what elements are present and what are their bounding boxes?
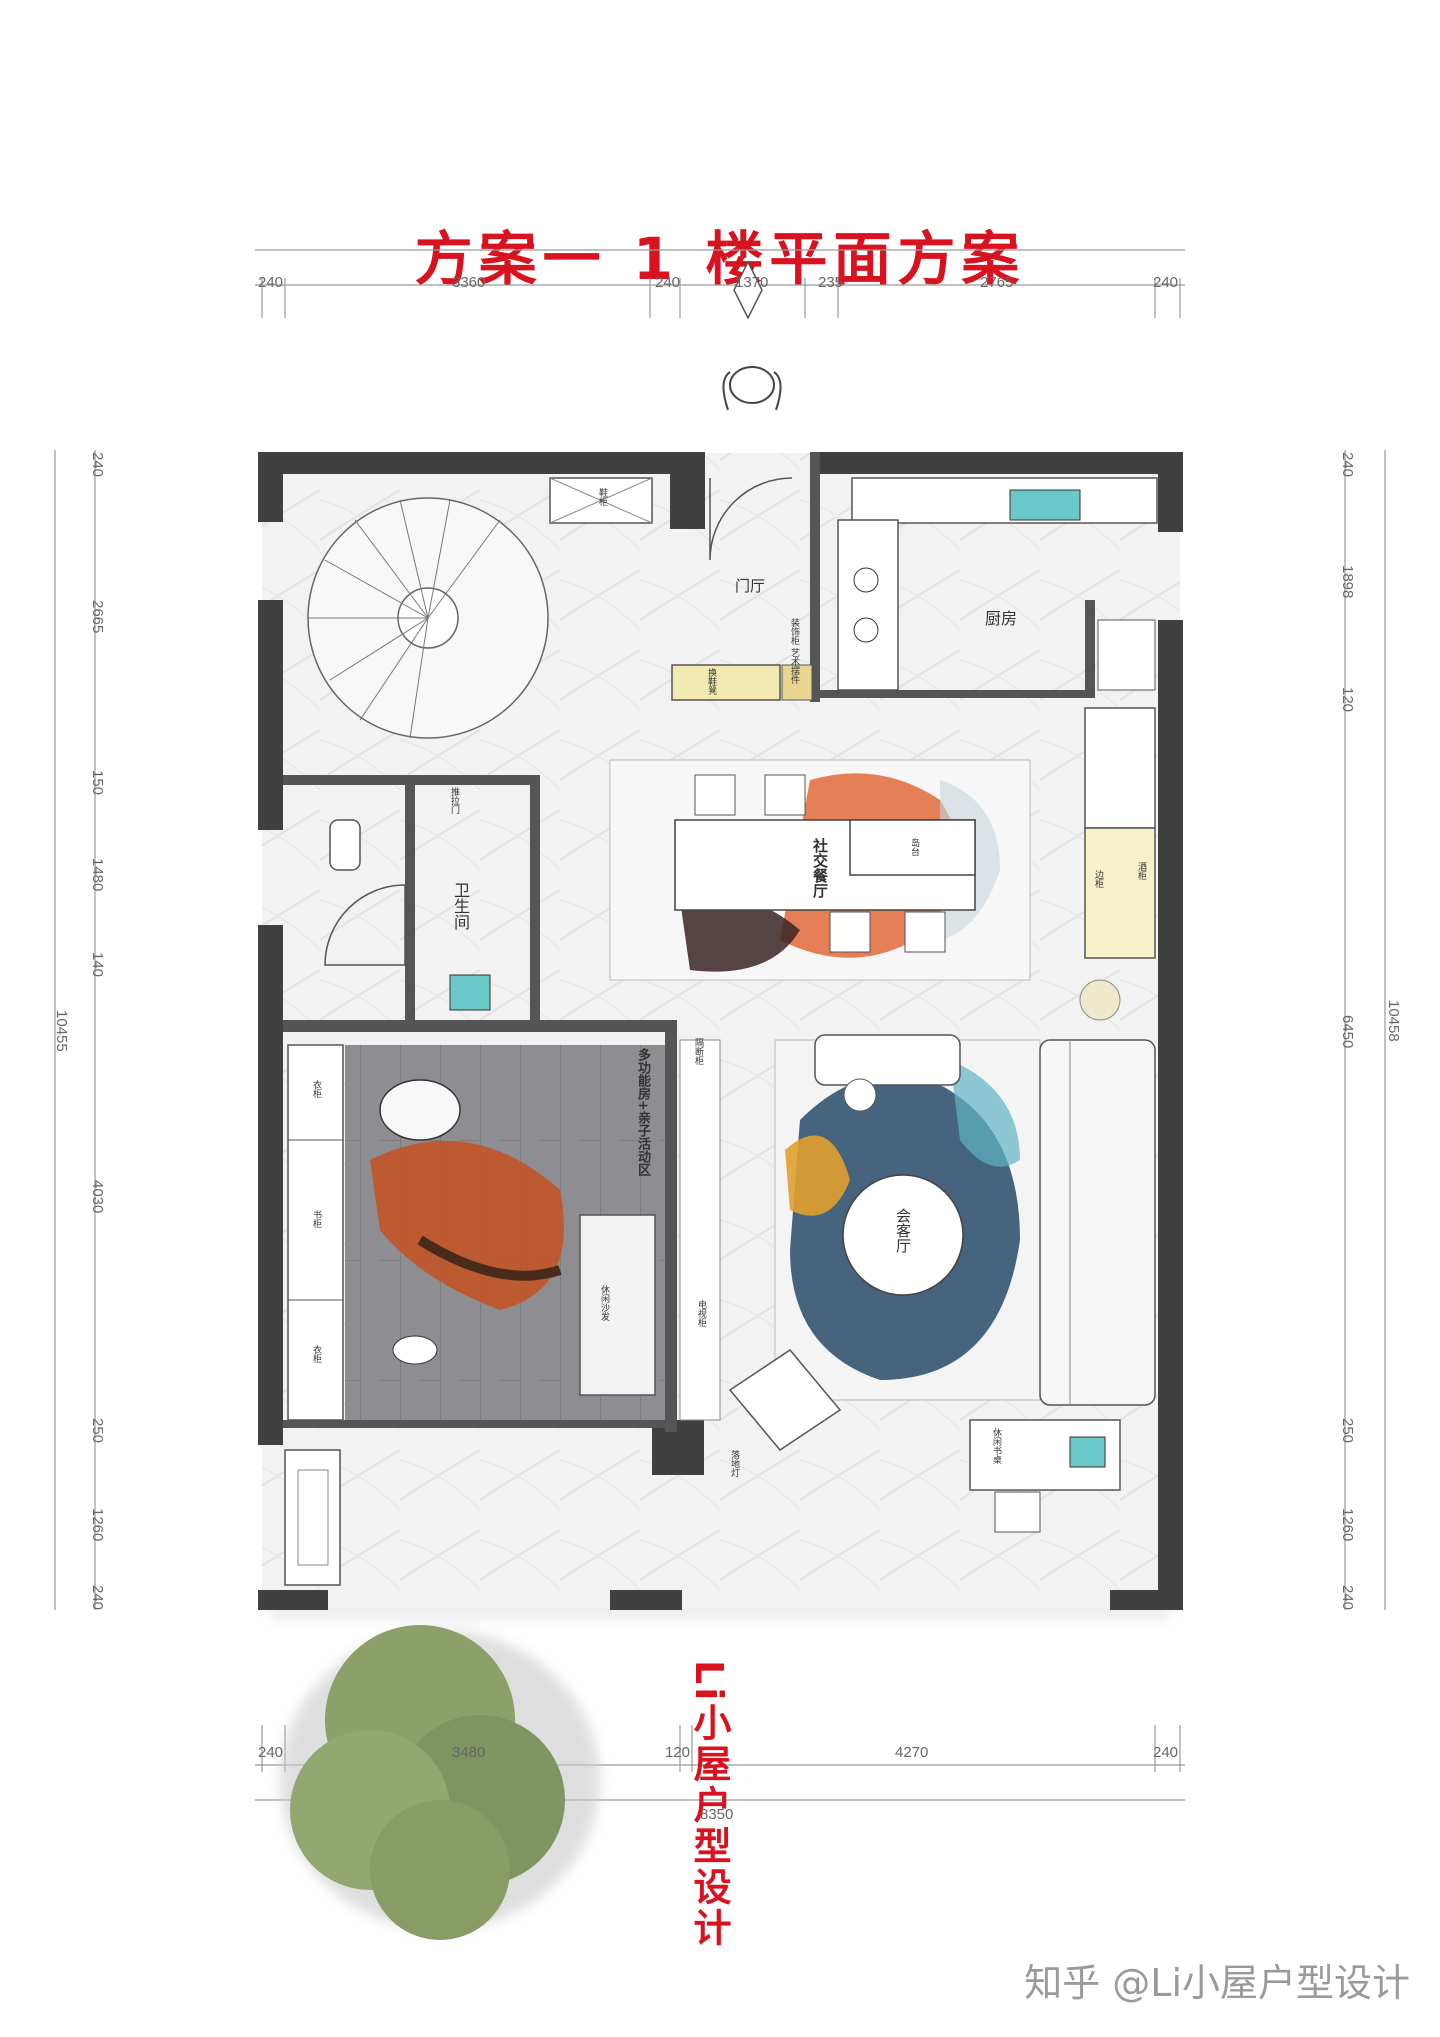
top-dimension-lines (255, 249, 1185, 318)
multi-cabinet-bottom-label: 衣柜 (311, 1345, 321, 1363)
dim-right-1: 240 (1339, 452, 1356, 478)
dim-right-total: 10458 (1385, 1000, 1402, 1042)
side-cabinet-label: 边柜 (1093, 870, 1103, 888)
spiral-stairs (307, 497, 549, 739)
dim-bottom-4: 4270 (895, 1744, 929, 1761)
art-piece (781, 664, 813, 701)
outer-walls (258, 452, 1183, 1610)
page-title: 方案一 1 楼平面方案 (414, 225, 1026, 293)
bath-door-label: 推拉门 (449, 787, 459, 814)
dim-right-3: 120 (1339, 687, 1356, 713)
dim-right-2: 1898 (1339, 565, 1356, 599)
dim-bottom-3: 120 (665, 1744, 691, 1761)
entry-cabinet (549, 477, 653, 524)
leisure-desk-label: 休闲书桌 (991, 1428, 1001, 1464)
right-cabinets (1079, 707, 1156, 1021)
dim-bottom-5: 240 (1153, 1744, 1179, 1761)
dim-left-4: 1480 (89, 858, 106, 892)
dim-bottom-total: 8350 (700, 1806, 734, 1823)
sofa-bed-label: 休闲沙发 (599, 1285, 609, 1321)
tv-cabinet-label: 电视柜 (696, 1300, 706, 1327)
partition-cabinet (679, 1039, 721, 1421)
dim-left-3: 150 (89, 770, 106, 796)
dining-area (609, 759, 1031, 981)
dim-left-8: 1260 (89, 1508, 106, 1542)
multi-room (287, 1044, 665, 1421)
room-living-label: 会客厅 (894, 1208, 912, 1253)
dim-top-1: 240 (258, 274, 284, 291)
zhihu-watermark: 知乎 @Li小屋户型设计 (1024, 1961, 1410, 2005)
dim-right-4: 6450 (1339, 1015, 1356, 1049)
wine-cabinet-label: 酒柜 (1136, 862, 1146, 880)
room-entrance-label: 门厅 (735, 577, 766, 595)
shoe-bench (671, 664, 781, 701)
room-kitchen-label: 厨房 (985, 609, 1018, 628)
dim-top-3: 240 (655, 274, 681, 291)
bathroom-fixtures (324, 819, 491, 1011)
dim-bottom-1: 240 (258, 1744, 284, 1761)
dim-bottom-2: 3480 (452, 1744, 486, 1761)
dim-right-6: 1260 (1339, 1508, 1356, 1542)
dim-top-2: 3360 (452, 274, 486, 291)
dim-left-9: 240 (89, 1585, 106, 1611)
multi-cabinet-top-label: 衣柜 (311, 1080, 321, 1098)
room-bathroom-label: 卫生间 (451, 882, 470, 930)
lamp-label: 落地灯 (729, 1450, 739, 1477)
partition-label: 隔断柜 (693, 1038, 703, 1065)
dim-left-5: 140 (89, 952, 106, 978)
dim-left-7: 250 (89, 1418, 106, 1444)
brand-logo: Li小屋户型设计 (687, 1660, 731, 1950)
entry-mat-icon (722, 260, 782, 411)
balcony-cabinet (284, 1449, 341, 1586)
dim-top-4: 1370 (735, 274, 769, 291)
dim-top-7: 240 (1153, 274, 1179, 291)
kitchen-counters (837, 477, 1158, 691)
dim-left-2: 2665 (89, 600, 106, 634)
shoe-bench-label: 换鞋凳 (706, 668, 716, 695)
tree-icon (280, 1625, 600, 1940)
art-display-label: 装饰柜 艺术摆件 (789, 618, 799, 684)
interior-walls (283, 452, 1095, 1432)
leisure-desk (969, 1419, 1121, 1533)
dim-left-6: 4030 (89, 1180, 106, 1214)
island-label: 岛台 (909, 838, 919, 856)
room-dining-label: 社交餐厅 (811, 838, 829, 898)
multi-cabinet-mid-label: 书柜 (311, 1210, 321, 1228)
living-room (728, 1034, 1156, 1451)
entry-door (709, 477, 793, 561)
dim-left-total: 10455 (53, 1010, 70, 1052)
entry-cabinet-label: 鞋柜 (597, 488, 607, 506)
dim-right-5: 250 (1339, 1418, 1356, 1444)
dim-top-5: 235 (818, 274, 844, 291)
dim-left-1: 240 (89, 452, 106, 478)
room-multi-label: 多功能房+亲子活动区 (635, 1048, 650, 1176)
dim-right-7: 240 (1339, 1585, 1356, 1611)
side-dimension-lines (54, 450, 1386, 1610)
dim-top-6: 2765 (980, 274, 1014, 291)
